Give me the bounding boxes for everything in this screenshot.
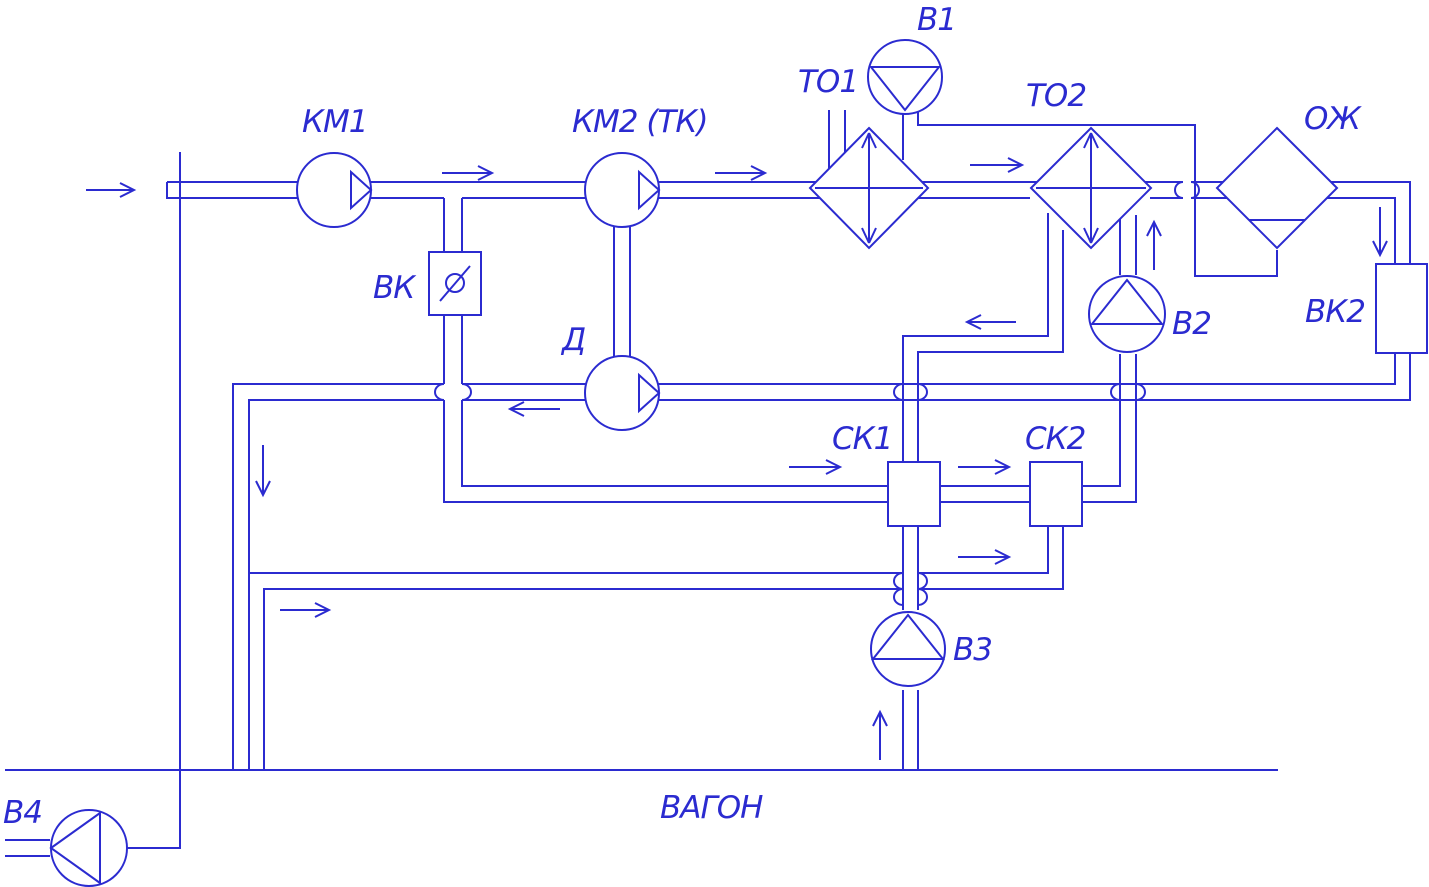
v1-fan xyxy=(867,39,943,115)
arrow-vk2-down xyxy=(1372,207,1388,258)
label-km1: КМ1 xyxy=(302,104,367,140)
arrow-inlet xyxy=(86,182,137,198)
label-sk2: СК2 xyxy=(1025,421,1085,457)
v4-inlet xyxy=(5,839,50,857)
arrow-km1-out xyxy=(442,165,495,181)
label-km2: КМ2 (ТК) xyxy=(572,104,707,140)
v3-fan xyxy=(870,611,946,687)
arrow-d xyxy=(507,401,560,417)
to1-stubs xyxy=(828,110,846,172)
d-motor xyxy=(584,355,661,431)
vk2-valve xyxy=(1375,263,1428,354)
arrow-sk1-in xyxy=(789,459,843,475)
compressor-icon xyxy=(584,152,660,228)
km2-turbocompressor xyxy=(584,152,661,228)
oj-separator xyxy=(1215,126,1339,250)
valve-icon xyxy=(1375,263,1428,354)
separator-icon xyxy=(1215,126,1339,250)
arrow-v2-up xyxy=(1146,219,1162,270)
label-to1: ТО1 xyxy=(798,64,858,100)
fan-icon xyxy=(870,611,946,687)
arrow-left-down xyxy=(255,445,271,498)
km1-compressor xyxy=(296,152,373,228)
arrow-km2-out xyxy=(715,165,768,181)
pipes xyxy=(5,110,1411,857)
sk2-chamber xyxy=(1029,461,1083,527)
label-oj: ОЖ xyxy=(1304,101,1362,137)
arrow-bottom-right xyxy=(280,602,332,618)
flow-arrows xyxy=(86,157,1388,760)
label-v2: В2 xyxy=(1172,306,1211,342)
to1-heat-exchanger xyxy=(808,126,930,250)
label-sk1: СК1 xyxy=(832,421,892,457)
main-line-bottom xyxy=(166,182,1396,770)
vk-branch xyxy=(443,198,888,503)
v4-line xyxy=(127,152,181,849)
arrow-sk2-bottom xyxy=(958,549,1012,565)
v3-supply xyxy=(902,690,919,770)
labels: КМ1 КМ2 (ТК) ТО1 В1 ТО2 ОЖ ВК Д В2 ВК2 С… xyxy=(3,2,1366,831)
sk2-loop xyxy=(249,526,1064,770)
main-line-top xyxy=(167,181,1411,770)
label-v4: В4 xyxy=(3,795,42,831)
shaft xyxy=(613,215,631,360)
label-to2: ТО2 xyxy=(1026,78,1086,114)
v2-fan xyxy=(1088,275,1166,353)
label-vagon: ВАГОН xyxy=(660,790,763,826)
arrow-v3-up xyxy=(872,709,888,760)
chamber-icon xyxy=(887,461,941,527)
compressor-icon xyxy=(296,152,372,228)
arrow-sk2-in xyxy=(958,459,1012,475)
arrow-to1-out xyxy=(970,157,1025,173)
v1-duct xyxy=(902,112,1278,277)
to2-heat-exchanger xyxy=(1029,126,1153,250)
arrow-to2-return xyxy=(964,314,1016,330)
sk1-sk2 xyxy=(940,485,1030,503)
vk-valve xyxy=(428,251,482,316)
label-vk2: ВК2 xyxy=(1305,294,1365,330)
label-v1: В1 xyxy=(917,2,956,38)
fan-icon xyxy=(867,39,943,115)
label-v3: В3 xyxy=(953,632,992,668)
crossovers xyxy=(434,181,1200,606)
chamber-icon xyxy=(1029,461,1083,527)
fan-icon xyxy=(1088,275,1166,353)
label-d: Д xyxy=(560,322,585,358)
label-vk: ВК xyxy=(373,270,417,306)
sk1-chamber xyxy=(887,461,941,527)
v4-fan xyxy=(49,809,128,887)
v2-duct xyxy=(1082,215,1137,503)
compressor-icon xyxy=(584,355,660,431)
sk1-v3 xyxy=(902,526,919,610)
